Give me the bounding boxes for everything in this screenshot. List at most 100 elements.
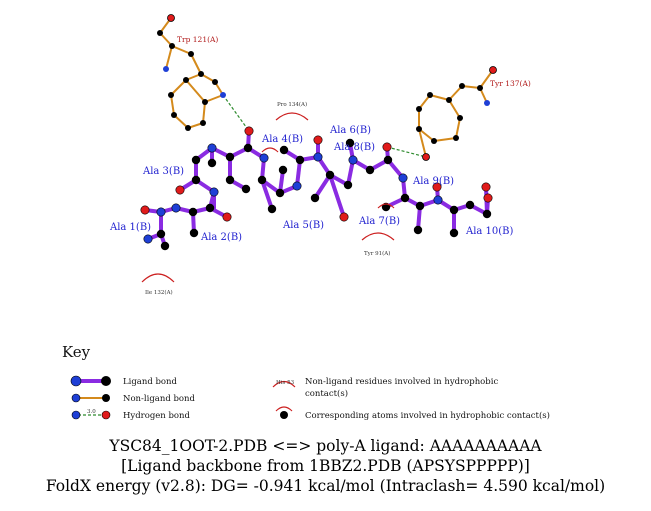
- caption-line-2: [Ligand backbone from 1BBZ2.PDB (APSYSPP…: [121, 457, 530, 475]
- hydrophobic-arc-atom-ala4: [261, 147, 279, 153]
- atom-carbon: [427, 92, 433, 98]
- hydrophobic-arcs: [141, 112, 395, 283]
- atom-carbon: [446, 97, 452, 103]
- label-ala8: Ala 8(B): [333, 142, 375, 153]
- atom-carbon: [183, 77, 189, 83]
- atom-oxygen: [140, 205, 150, 215]
- atom-nitrogen: [259, 153, 269, 163]
- atom-carbon: [189, 228, 199, 238]
- key-ligand-bond-atom: [101, 376, 111, 386]
- atom-oxygen: [339, 212, 349, 222]
- atom-carbon: [243, 143, 253, 153]
- caption-line-1: YSC84_1OOT-2.PDB <=> poly-A ligand: AAAA…: [109, 437, 542, 455]
- tyr137-bonds: [418, 69, 494, 158]
- atom-carbon: [457, 115, 463, 121]
- key-ligand-bond-label: Ligand bond: [123, 377, 178, 387]
- atom-oxygen: [483, 193, 493, 203]
- atom-carbon: [157, 30, 163, 36]
- atom-carbon: [171, 112, 177, 118]
- atom-carbon: [477, 85, 483, 91]
- atom-carbon: [212, 79, 218, 85]
- atom-nitrogen: [143, 234, 153, 244]
- atom-nitrogen: [348, 155, 358, 165]
- hbond-tyr137: [386, 146, 427, 158]
- atom-carbon: [202, 99, 208, 105]
- atom-carbon: [185, 125, 191, 131]
- atom-carbon: [278, 165, 288, 175]
- label-ala3: Ala 3(B): [142, 166, 184, 177]
- atom-nitrogen: [163, 66, 169, 72]
- atom-oxygen: [422, 153, 430, 161]
- label-ala6: Ala 6(B): [329, 125, 371, 136]
- atom-nitrogen: [313, 152, 323, 162]
- atom-oxygen: [432, 182, 442, 192]
- key-legend: Key Ligand bond Non-ligand bond 3.0 Hydr…: [62, 343, 550, 421]
- atom-carbon: [415, 201, 425, 211]
- label-ala10: Ala 10(B): [465, 226, 514, 237]
- atom-carbon: [383, 155, 393, 165]
- atom-nitrogen: [484, 100, 490, 106]
- atom-oxygen: [489, 66, 497, 74]
- key-nonligand-bond-label: Non-ligand bond: [123, 394, 195, 404]
- atom-carbon: [459, 83, 465, 89]
- atom-nitrogen: [171, 203, 181, 213]
- key-atom-arc: [275, 406, 293, 412]
- caption-line-3: FoldX energy (v2.8): DG= -0.941 kcal/mol…: [45, 477, 606, 495]
- atom-carbon: [198, 71, 204, 77]
- atom-oxygen: [175, 185, 185, 195]
- atom-carbon: [431, 138, 437, 144]
- key-sample-residue: His 53: [276, 380, 295, 386]
- atoms: [140, 14, 497, 251]
- atom-oxygen: [244, 126, 254, 136]
- atom-carbon: [241, 184, 251, 194]
- atom-carbon: [413, 225, 423, 235]
- label-ala2: Ala 2(B): [200, 232, 242, 243]
- atom-nitrogen: [220, 92, 226, 98]
- atom-carbon: [453, 135, 459, 141]
- atom-oxygen: [222, 212, 232, 222]
- label-tyr91: Tyr 91(A): [364, 250, 390, 257]
- hydrophobic-arc-pro134: [275, 112, 309, 121]
- atom-oxygen: [167, 14, 175, 22]
- hbond-trp121: [222, 94, 250, 132]
- atom-carbon: [482, 209, 492, 219]
- hydrophobic-arc-tyr91: [361, 232, 395, 241]
- atom-nitrogen: [398, 173, 408, 183]
- atom-oxygen: [481, 182, 491, 192]
- atom-carbon: [325, 170, 335, 180]
- label-tyr137: Tyr 137(A): [490, 79, 531, 88]
- label-pro134: Pro 134(A): [277, 101, 307, 108]
- atom-carbon: [310, 193, 320, 203]
- atom-nitrogen: [156, 207, 166, 217]
- atom-carbon: [225, 152, 235, 162]
- atom-carbon: [205, 203, 215, 213]
- key-corresponding-atoms-label: Corresponding atoms involved in hydropho…: [305, 410, 550, 421]
- atom-carbon: [225, 175, 235, 185]
- key-nonligand-bond-atom: [71, 393, 81, 403]
- atom-nitrogen: [207, 143, 217, 153]
- atom-carbon: [400, 193, 410, 203]
- atom-carbon: [191, 175, 201, 185]
- key-nonligand-hydrophobic-label-2: contact(s): [305, 388, 348, 399]
- label-ala5: Ala 5(B): [282, 220, 324, 231]
- atom-carbon: [160, 241, 170, 251]
- atom-carbon: [295, 155, 305, 165]
- key-nonligand-bond-atom: [102, 394, 110, 402]
- key-hbond-label: Hydrogen bond: [123, 411, 191, 421]
- atom-carbon: [191, 155, 201, 165]
- labels: Trp 121(A) Tyr 137(A) Pro 134(A) Tyr 91(…: [109, 35, 531, 296]
- atom-carbon: [449, 205, 459, 215]
- atom-oxygen: [382, 142, 392, 152]
- key-hbond-atom: [71, 410, 81, 420]
- key-atom: [280, 411, 288, 419]
- key-ligand-bond-atom: [70, 375, 82, 387]
- atom-carbon: [343, 180, 353, 190]
- atom-carbon: [279, 145, 289, 155]
- key-hbond-length: 3.0: [87, 409, 96, 415]
- key-nonligand-hydrophobic-label: Non-ligand residues involved in hydropho…: [305, 377, 498, 387]
- key-hbond-atom: [101, 410, 111, 420]
- label-ala9: Ala 9(B): [412, 176, 454, 187]
- atom-carbon: [416, 106, 422, 112]
- atom-nitrogen: [209, 187, 219, 197]
